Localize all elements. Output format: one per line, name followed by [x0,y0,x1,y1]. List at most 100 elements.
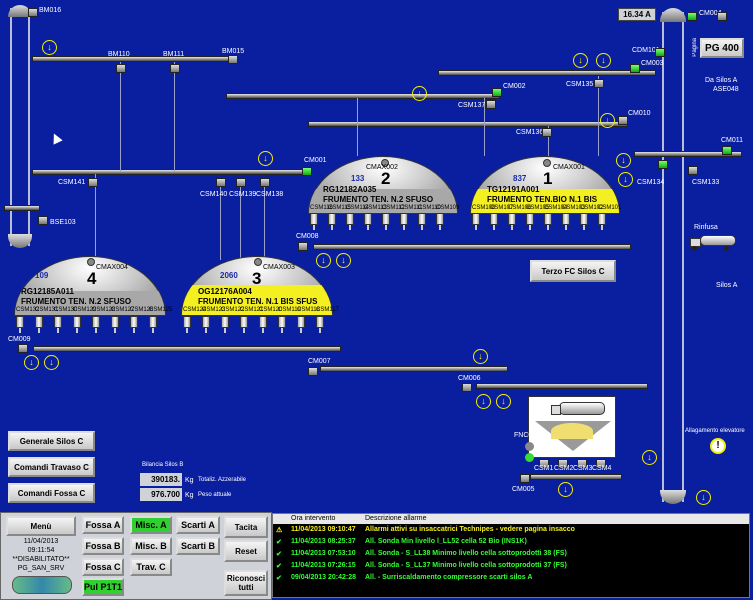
motor-cm004-b[interactable] [717,12,727,21]
status-disabled: **DISABILITATO** [12,556,70,563]
motor-csm137[interactable] [486,100,496,109]
level-sensor-icon[interactable]: ↓ [336,253,351,268]
conveyor-left-lower [4,205,40,211]
motor-cm001[interactable] [302,167,312,176]
alarm-row[interactable]: ✔ 11/04/2013 07:53:10 All. Sonda - S_LL3… [276,550,567,558]
generale-silos-c-button[interactable]: Generale Silos C [8,431,95,451]
comandi-travaso-c-button[interactable]: Comandi Travaso C [8,457,95,477]
alarm-row[interactable]: ✔ 09/04/2013 20:42:28 All. - Surriscalda… [276,574,533,582]
silo-4[interactable]: 109 4 RG12185A011 FRUMENTO TEN. N.2 SFUS… [14,256,166,316]
level-sensor-icon[interactable]: ↓ [696,490,711,505]
scarti-b-button[interactable]: Scarti B [176,537,220,555]
silo-2-band [309,189,457,213]
scarti-a-button[interactable]: Scarti A [176,516,220,534]
trav-c-button[interactable]: Trav. C [130,558,172,576]
level-sensor-icon[interactable]: ↓ [476,394,491,409]
level-sensor-icon[interactable]: ↓ [616,153,631,168]
motor-csm136[interactable] [542,128,552,137]
comandi-fossa-c-button[interactable]: Comandi Fossa C [8,483,95,503]
motor-cdm101[interactable] [655,48,665,57]
tacita-button[interactable]: Tacita [224,516,268,538]
motor-csm139[interactable] [236,178,246,187]
alarm-table: Ora intervento Descrizione allarme ⚠ 11/… [272,513,750,598]
level-sensor-icon[interactable]: ↓ [44,355,59,370]
level-sensor-icon[interactable]: ↓ [412,86,427,101]
alarm-row[interactable]: ✔ 11/04/2013 07:26:15 All. Sonda - S_LL3… [276,562,567,570]
label-cm011: CM011 [721,137,744,144]
fossa-c-button[interactable]: Fossa C [82,558,124,576]
silo-2-cmax: CMAX002 [366,164,398,171]
terzo-fc-silos-c-button[interactable]: Terzo FC Silos C [530,260,616,282]
motor-bm015[interactable] [228,55,238,64]
pul-p1t1-button[interactable]: Pul P1T1 [82,578,124,596]
motor-bm110[interactable] [116,64,126,73]
level-sensor-icon[interactable]: ↓ [642,450,657,465]
silo-2-code: RG12182A035 [323,185,377,194]
connector-line [357,98,358,156]
bilancia-totale-label: Totaliz. Azzerabile [198,477,247,483]
motor-csm135[interactable] [594,79,604,88]
level-sensor-icon[interactable]: ↓ [42,40,57,55]
mouse-cursor-icon [49,131,63,145]
motor-csm140[interactable] [216,178,226,187]
bilancia-peso-value: 976.700 [140,488,182,501]
motor-cm009[interactable] [18,344,28,353]
motor-bse103[interactable] [38,216,48,225]
motor-cm002[interactable] [492,88,502,97]
level-sensor-icon[interactable]: ↓ [618,172,633,187]
level-sensor-icon[interactable]: ↓ [258,151,273,166]
motor-csm134[interactable] [658,160,668,169]
motor-csm2[interactable] [558,459,568,468]
silo-2-number: 2 [381,169,391,188]
level-sensor-icon[interactable]: ↓ [573,53,588,68]
silo-1-indicator [543,159,551,167]
motor-csm1[interactable] [539,459,549,468]
left-elevator-head [8,5,32,17]
label-csm134: CSM134 [637,179,665,186]
motor-csm4[interactable] [596,459,606,468]
level-sensor-icon[interactable]: ↓ [473,349,488,364]
level-sensor-icon[interactable]: ↓ [596,53,611,68]
motor-bm111[interactable] [170,64,180,73]
page-pg400-button[interactable]: PG 400 [700,38,744,58]
conveyor-cm003 [438,70,656,76]
level-sensor-icon[interactable]: ↓ [600,113,615,128]
motor-cm011[interactable] [722,146,732,155]
alarm-row[interactable]: ✔ 11/04/2013 08:25:37 All. Sonda Min liv… [276,538,527,546]
alarm-exclamation-icon[interactable]: ! [710,438,726,454]
motor-cm006[interactable] [462,383,472,392]
label-cm007: CM007 [308,358,331,365]
motor-csm133[interactable] [688,166,698,175]
motor-cm010[interactable] [618,116,628,125]
warning-icon: ⚠ [276,527,283,534]
misc-a-button[interactable]: Misc. A [130,516,172,534]
label-silos-a-top: Da Silos A [705,77,738,84]
truck-icon [690,235,736,251]
alarm-row[interactable]: ⚠ 11/04/2013 09:10:47 Allarmi attivi su … [276,526,575,534]
motor-csm138[interactable] [260,178,270,187]
silo-4-grain: FRUMENTO TEN. N.2 SFUSO [21,297,132,306]
motor-bm016[interactable] [28,8,38,17]
bilancia-totale-value: 390183. [140,473,182,486]
misc-b-button[interactable]: Misc. B [130,537,172,555]
menu-button[interactable]: Menù [6,516,76,536]
motor-cm008[interactable] [298,242,308,251]
fossa-b-button[interactable]: Fossa B [82,537,124,555]
fnc001-green-dot [525,453,534,462]
motor-cm003[interactable] [630,64,640,73]
silo-3-number: 3 [252,269,262,288]
motor-cm007[interactable] [308,367,318,376]
motor-csm141[interactable] [88,178,98,187]
motor-cm005[interactable] [520,474,530,483]
level-sensor-icon[interactable]: ↓ [558,482,573,497]
level-sensor-icon[interactable]: ↓ [316,253,331,268]
reset-button[interactable]: Reset [224,540,268,562]
riconosci-tutti-button[interactable]: Riconosci tutti [224,570,268,596]
fossa-a-button[interactable]: Fossa A [82,516,124,534]
motor-cm004[interactable] [687,12,697,21]
label-csm141: CSM141 [58,179,86,186]
level-sensor-icon[interactable]: ↓ [24,355,39,370]
level-sensor-icon[interactable]: ↓ [496,394,511,409]
motor-csm3[interactable] [577,459,587,468]
connector-line [484,98,485,156]
